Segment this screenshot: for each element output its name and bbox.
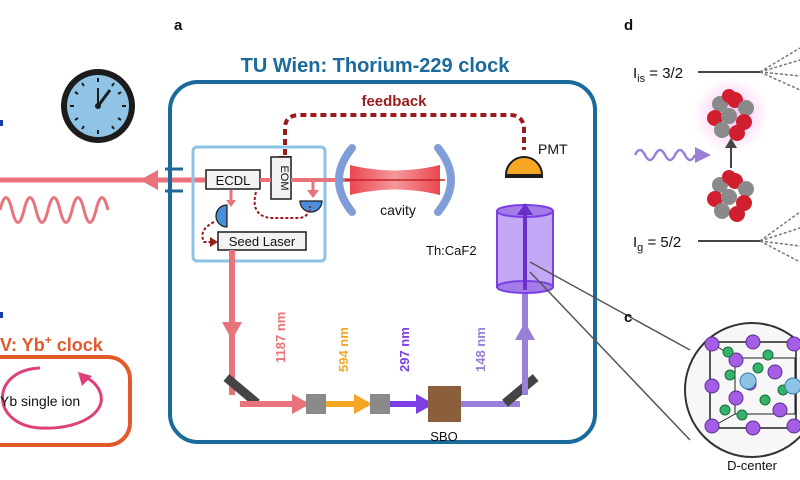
- yb-ion-orbit: [1, 366, 103, 430]
- ground-nucleus: [707, 170, 754, 222]
- label-1187nm: 1187 nm: [273, 312, 288, 363]
- seed-laser-label: Seed Laser: [229, 234, 296, 249]
- ground-splitting: [759, 211, 800, 263]
- doubler-crystal-2: [370, 394, 390, 414]
- yb-orbit-arrow: [78, 372, 92, 386]
- pickoff-arrow: [307, 190, 319, 198]
- pmt-detector: [504, 156, 544, 176]
- arrow-1187: [292, 394, 310, 414]
- yb-ion-label: Yb single ion: [0, 393, 80, 409]
- ecdl-label: ECDL: [216, 173, 251, 188]
- pmt-label: PMT: [538, 141, 568, 157]
- sbo-crystal: [428, 386, 461, 422]
- photodiode-pickoff-arrow: [226, 200, 236, 207]
- arrow-148-up: [515, 322, 535, 340]
- cavity-photodiode: [299, 200, 323, 213]
- feedback-path: [283, 113, 526, 155]
- laser-photodiode: [215, 204, 228, 228]
- yb-clock-box: [0, 355, 132, 447]
- output-beam-arrow: [140, 170, 158, 190]
- doubler-crystal-1: [306, 394, 326, 414]
- arrow-594: [354, 394, 372, 414]
- sbo-label: SBO: [430, 429, 457, 444]
- photon-wave: [633, 148, 697, 162]
- zoom-line-top: [529, 261, 691, 351]
- cavity-label: cavity: [380, 202, 416, 218]
- laser-system-box: [191, 145, 327, 263]
- ground-level-label: Ig = 5/2: [633, 234, 681, 254]
- left-marker-top: [0, 120, 3, 126]
- d-center-lattice: [704, 334, 800, 436]
- laser-wave: [0, 196, 110, 224]
- eom-label: EOM: [278, 165, 290, 190]
- seed-output-arrow: [222, 322, 242, 340]
- feedback-label: feedback: [361, 93, 427, 110]
- seed-feedback-path: [201, 221, 215, 243]
- label-148nm: 148 nm: [473, 327, 488, 372]
- pmt-base: [505, 174, 543, 178]
- cavity-mirror-right: [434, 144, 455, 216]
- tu-wien-title: TU Wien: Thorium-229 clock: [241, 55, 511, 77]
- panel-label-c: c: [624, 309, 632, 326]
- panel-label-a: a: [174, 17, 183, 34]
- zoom-line-bottom: [529, 271, 691, 441]
- seed-feedback-arrow: [210, 237, 218, 247]
- isomer-splitting: [759, 47, 800, 91]
- thorium-clock-frame: [168, 80, 597, 444]
- th-caf2-crystal: [496, 203, 554, 294]
- excited-nucleus: [707, 89, 754, 141]
- excitation-arrowhead: [725, 138, 737, 148]
- fold-mirror-right: [502, 374, 539, 407]
- photon-arrow: [695, 147, 711, 163]
- lock-feedback-path: [253, 191, 311, 219]
- cavity-mirror-left: [335, 144, 356, 216]
- arrow-297: [416, 394, 434, 414]
- crystal-label: Th:CaF2: [426, 243, 477, 258]
- clock-icon: [61, 69, 135, 143]
- fold-mirror-left: [223, 374, 260, 407]
- d-center-label: D-center: [727, 458, 778, 473]
- left-marker-bottom: [0, 312, 3, 318]
- seed-laser-box: [217, 231, 307, 251]
- label-297nm: 297 nm: [397, 327, 412, 372]
- label-594nm: 594 nm: [336, 327, 351, 372]
- isomer-level-label: Iis = 3/2: [633, 65, 683, 85]
- yb-clock-title: V: Yb+ clock: [0, 333, 104, 355]
- panel-label-d: d: [624, 17, 633, 34]
